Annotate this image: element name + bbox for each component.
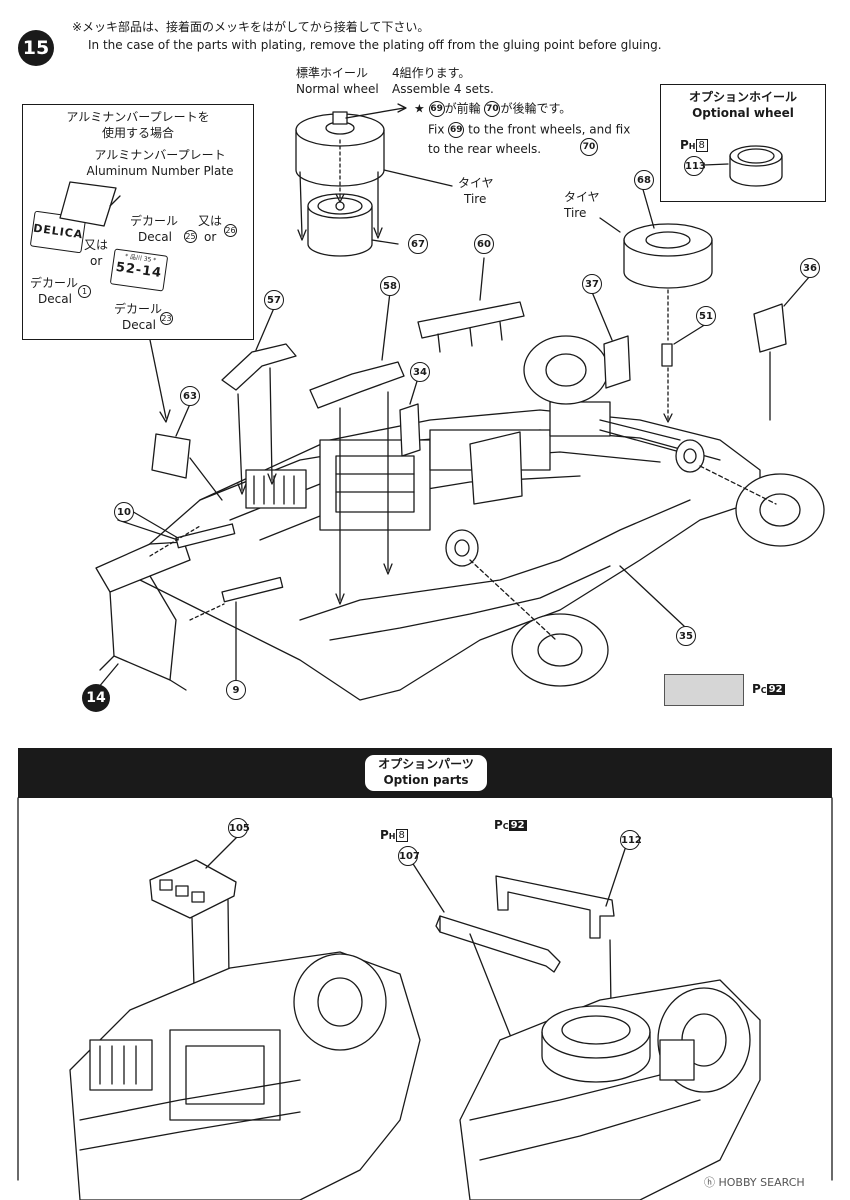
watermark-icon: ⓗ — [704, 1176, 715, 1189]
callout-112: 112 — [620, 830, 642, 850]
rear-note-en: to the rear wheels. — [428, 142, 541, 157]
option-parts-title-en: Option parts — [383, 773, 469, 787]
tire-label-jp-1: タイヤ — [458, 176, 494, 190]
plate-box-heading-1: アルミナンバープレートを — [66, 110, 210, 124]
decal-23-label-jp: デカール — [114, 302, 163, 316]
option-parts-title-pill — [364, 754, 488, 792]
aluminum-plate-label-jp: アルミナンバープレート — [94, 148, 226, 162]
callout-9: 9 — [226, 680, 246, 700]
callout-67: 67 — [408, 234, 428, 254]
callout-60: 60 — [474, 234, 494, 254]
callout-36: 36 — [800, 258, 820, 278]
decal-number-23: 23 — [160, 312, 173, 325]
paint-swatch — [664, 674, 744, 706]
front-rear-note-en: Fix 69 to the front wheels, and fix — [428, 122, 630, 138]
aluminum-plate-label-en: Aluminum Number Plate — [86, 164, 234, 178]
normal-wheel-title-en: Normal wheel — [296, 82, 379, 96]
or-label-jp-top: 又は — [198, 214, 223, 228]
decal-1-label-en: Decal — [38, 292, 72, 306]
callout-63: 63 — [180, 386, 200, 406]
plating-note-jp: ※メッキ部品は、接着面のメッキをはがしてから接着して下さい。 — [72, 20, 430, 34]
callout-34: 34 — [410, 362, 430, 382]
step-14-badge: 14 — [82, 684, 110, 712]
decal-23-label-en: Decal — [122, 318, 156, 332]
plate-box-heading-2: 使用する場合 — [101, 126, 174, 140]
front-wheel-text-jp: が前輪 — [444, 101, 481, 116]
fix-text-c: to the rear wheels. — [428, 142, 542, 156]
callout-107: 107 — [398, 846, 420, 866]
decal-1-label-jp: デカール — [30, 276, 79, 290]
fix-text-a: Fix — [428, 122, 445, 137]
assemble-count-jp: 4組作ります。 — [392, 66, 471, 80]
option-parts-title-jp: オプションパーツ — [378, 757, 474, 771]
or-label-en-left: or — [90, 254, 103, 268]
tire-label-en-1: Tire — [464, 192, 487, 206]
callout-57: 57 — [264, 290, 284, 310]
part-number-69: 69 — [428, 101, 445, 117]
step-number-badge: 15 — [18, 30, 54, 66]
tire-label-jp-2: タイヤ — [564, 190, 600, 204]
callout-51: 51 — [696, 306, 716, 326]
decal-25-label-jp: デカール — [130, 214, 179, 228]
option-parts-drawing — [0, 740, 850, 1200]
part-number-70-en: 70 — [580, 138, 598, 156]
callout-10: 10 — [114, 502, 134, 522]
step15-assembly-drawing — [0, 0, 850, 740]
number-plate-box — [22, 104, 254, 340]
callout-58: 58 — [380, 276, 400, 296]
watermark-text: HOBBY SEARCH — [718, 1176, 805, 1189]
watermark-logo: ⓗ HOBBY SEARCH — [704, 1176, 805, 1190]
callout-35: 35 — [676, 626, 696, 646]
rear-wheel-text-jp: が後輪です。 — [500, 101, 572, 116]
callout-113: 113 — [684, 156, 706, 176]
callout-105: 105 — [228, 818, 250, 838]
part-number-70: 70 — [484, 101, 501, 117]
optional-wheel-title-en: Optional wheel — [692, 106, 794, 120]
optional-wheel-box — [660, 84, 826, 202]
tire-label-en-2: Tire — [564, 206, 587, 220]
callout-68: 68 — [634, 170, 654, 190]
assemble-count-en: Assemble 4 sets. — [392, 82, 494, 96]
optional-wheel-title-jp: オプションホイール — [688, 90, 797, 104]
part-number-69-en: 69 — [448, 122, 465, 138]
decal-number-26: 26 — [224, 224, 237, 237]
decal-number-25: 25 — [184, 230, 197, 243]
decal-25-label-en: Decal — [138, 230, 172, 244]
callout-37: 37 — [582, 274, 602, 294]
or-label-jp-left: 又は — [84, 238, 109, 252]
decal-number-1: 1 — [78, 285, 91, 298]
normal-wheel-title-jp: 標準ホイール — [296, 66, 369, 80]
or-label-en-top: or — [204, 230, 217, 244]
plating-note-en: In the case of the parts with plating, r… — [88, 38, 662, 52]
fix-text-b: to the front wheels, and fix — [468, 122, 631, 137]
star-mark: ★ — [414, 101, 425, 116]
